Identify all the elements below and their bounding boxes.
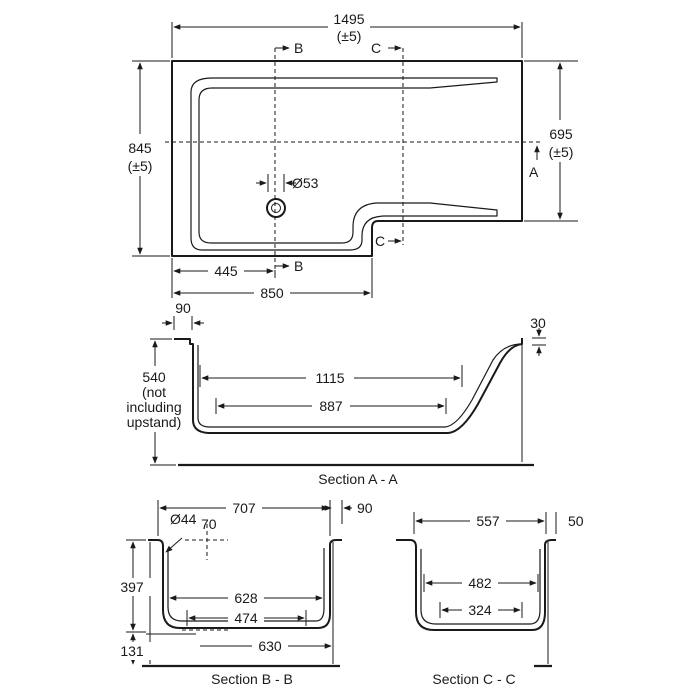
section-a-label: A (529, 164, 539, 180)
waste-offset-dim: 445 (214, 263, 238, 279)
plan-view: B B C C A 1495 (±5) 845 (±5) 695 (±5) (118, 11, 584, 302)
section-bb-shell (148, 539, 342, 629)
section-bb: 707 90 Ø44 70 397 131 628 474 (114, 499, 373, 687)
section-cc-inner (420, 549, 541, 625)
section-cc-width-dim: 557 (476, 513, 500, 529)
section-bb-base-dim: 630 (258, 638, 282, 654)
section-aa-shell (174, 338, 523, 434)
section-bb-caption: Section B - B (211, 671, 293, 687)
section-cc-bottom-inner-dim: 324 (468, 602, 492, 618)
overall-length-tol: (±5) (337, 28, 362, 44)
section-bb-top-inner-dim: 628 (234, 590, 258, 606)
section-aa-height-note-1: (not (142, 384, 166, 400)
section-cc-rim-dim: 50 (568, 513, 584, 529)
section-bb-rim-dim: 90 (357, 500, 373, 516)
section-bb-width-dim: 707 (232, 500, 256, 516)
wide-end-length-dim: 850 (260, 285, 284, 301)
section-aa-height-dim: 540 (142, 369, 166, 385)
bath-basin (190, 77, 498, 251)
overall-width-dim: 845 (128, 140, 152, 156)
section-b-top-label: B (294, 40, 303, 56)
section-aa-height-note-2: including (126, 399, 181, 415)
section-c-top-label: C (371, 40, 381, 56)
section-bb-height-dim: 397 (120, 579, 144, 595)
section-aa-top-length-dim: 1115 (315, 370, 344, 386)
section-cc-caption: Section C - C (432, 671, 515, 687)
overall-length-dim: 1495 (333, 11, 364, 27)
section-bb-bottom-inner-dim: 474 (234, 610, 258, 626)
overall-width-tol: (±5) (128, 158, 153, 174)
section-bb-foot-dim: 131 (120, 643, 144, 659)
section-b-bottom-label: B (294, 258, 303, 274)
section-bb-waste-offset-dim: 70 (201, 516, 217, 532)
narrow-width-tol: (±5) (549, 144, 574, 160)
section-aa-rim-dim: 90 (175, 300, 191, 316)
section-aa-upstand-dim: 30 (530, 315, 546, 331)
section-c-bottom-label: C (375, 233, 385, 249)
section-cc: 557 50 482 324 Section C - C (396, 512, 584, 687)
section-cc-top-inner-dim: 482 (468, 575, 492, 591)
bath-outline (171, 60, 523, 257)
waste-diameter-dim: Ø53 (292, 175, 319, 191)
waste-outlet (266, 198, 286, 218)
section-aa-inner (197, 343, 521, 428)
section-aa-bottom-length-dim: 887 (319, 398, 343, 414)
section-bb-waste-diameter-dim: Ø44 (170, 511, 197, 527)
section-cc-shell (396, 539, 556, 631)
section-aa-caption: Section A - A (318, 471, 398, 487)
section-aa: 90 30 540 (not including upstand) 1115 8… (116, 300, 546, 487)
narrow-width-dim: 695 (549, 126, 573, 142)
section-aa-height-note-3: upstand) (127, 414, 181, 430)
